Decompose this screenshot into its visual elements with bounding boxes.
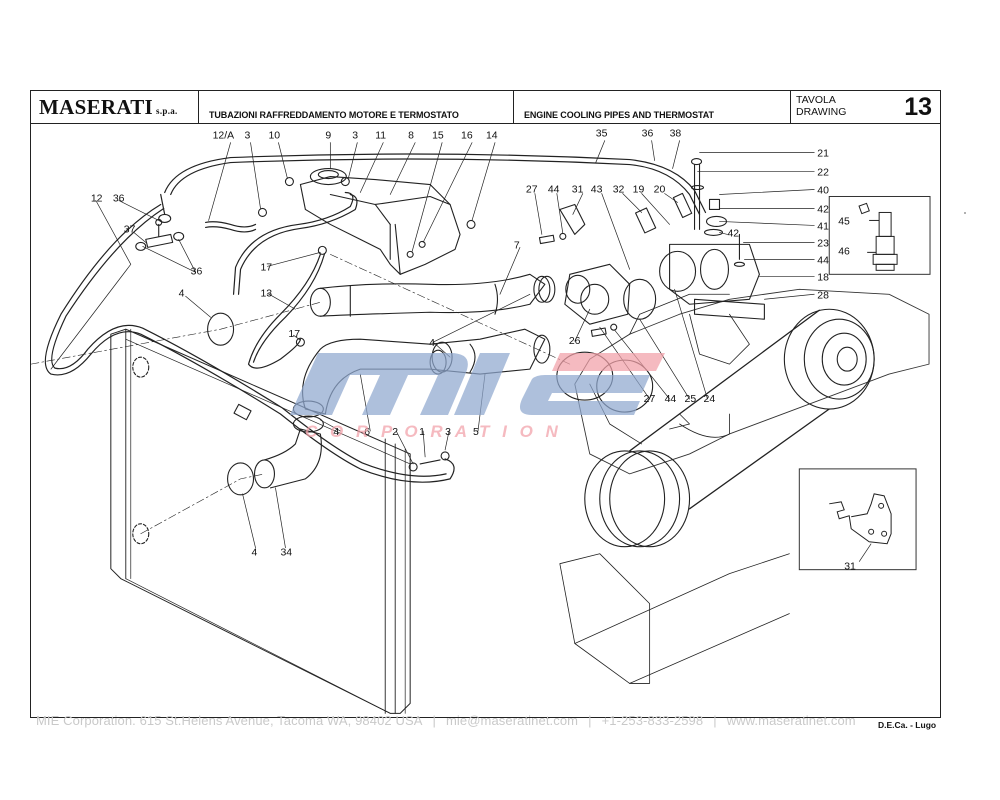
inset-bracket-box [798,468,917,571]
pipe-35-illustration [160,153,707,216]
callout-4: 4 [252,548,258,559]
drawing-label: TAVOLA DRAWING [796,94,846,118]
callout-3: 3 [445,427,451,438]
callout-38: 38 [670,129,682,140]
hose-7-illustration [309,273,556,317]
callout-19: 19 [633,185,645,196]
callout-44: 44 [817,255,829,266]
footer-separator: | [713,713,717,728]
callout-42: 42 [727,228,739,239]
drawing-label-it: TAVOLA [796,94,836,106]
callout-15: 15 [432,131,444,142]
callout-13: 13 [260,288,272,299]
callout-34: 34 [280,548,292,559]
callout-25: 25 [685,394,697,405]
footer-contact-line: MIE Corporation. 615 St.Helens Avenue, T… [36,713,856,728]
callout-45: 45 [838,216,850,227]
footer-separator: | [588,713,592,728]
callout-23: 23 [817,238,829,249]
callout-36: 36 [113,193,125,204]
callout-20: 20 [654,185,666,196]
callout-12a: 12/A [213,131,235,142]
thermostat-housing-illustration [538,158,765,337]
callout-32: 32 [613,185,625,196]
callout-43: 43 [591,185,603,196]
tee-fitting-illustration [135,213,185,251]
inset-sender-box [828,195,931,275]
scan-speck [964,212,966,214]
callout-28: 28 [817,290,829,301]
callout-7: 7 [514,240,520,251]
callout-36: 36 [642,129,654,140]
expansion-tank-illustration [284,168,476,275]
callout-17: 17 [260,262,272,273]
centerlines [31,254,571,535]
footer-phone: +1-253-833-2598 [601,713,704,728]
callout-35: 35 [596,129,608,140]
callout-16: 16 [461,131,473,142]
drawing-label-en: DRAWING [796,106,847,118]
title-english-cell: ENGINE COOLING PIPES AND THERMOSTAT [514,91,791,123]
callout-5: 5 [473,427,479,438]
title-italian-cell: TUBAZIONI RAFFREDDAMENTO MOTORE E TERMOS… [199,91,514,123]
title-italian: TUBAZIONI RAFFREDDAMENTO MOTORE E TERMOS… [209,110,459,120]
callout-41: 41 [817,221,829,232]
callout-9: 9 [325,131,331,142]
drafter-credit: D.E.Ca. - Lugo [878,720,937,730]
callout-8: 8 [408,131,414,142]
callout-21: 21 [817,149,829,160]
callout-18: 18 [817,272,829,283]
callout-27: 27 [644,394,656,405]
callout-40: 40 [817,185,829,196]
callout-3: 3 [245,131,251,142]
footer-website-link[interactable]: www.maseratinet.com [726,713,856,728]
drawing-number-cell: TAVOLA DRAWING 13 [791,91,942,123]
callout-6: 6 [364,427,370,438]
brand-suffix: s.p.a. [156,106,178,116]
callout-4: 4 [333,427,339,438]
callout-4: 4 [179,288,185,299]
callout-17: 17 [288,329,300,340]
exploded-view-drawing: 12/A 3 10 9 3 11 8 15 16 14 35 36 38 21 … [31,129,931,714]
callout-4: 4 [429,338,435,349]
callout-31: 31 [844,562,856,573]
callout-2: 2 [392,427,398,438]
callout-46: 46 [838,246,850,257]
footer-separator: | [432,713,436,728]
radiator-illustration [110,328,411,714]
footer-email-link[interactable]: mie@maseratinet.com [445,713,579,728]
callout-22: 22 [817,168,829,179]
leader-lines [50,140,815,549]
callout-36: 36 [191,266,203,277]
small-hoses-illustration [205,191,358,369]
callout-31: 31 [572,185,584,196]
brand-name: MASERATI [39,95,154,119]
callout-11: 11 [375,131,386,142]
callout-10: 10 [268,131,280,142]
title-english: ENGINE COOLING PIPES AND THERMOSTAT [524,110,714,120]
callout-26: 26 [569,336,581,347]
callout-44: 44 [548,185,560,196]
callout-27: 27 [526,185,538,196]
bleed-screw-illustration [408,451,450,472]
callout-44: 44 [665,394,677,405]
callout-14: 14 [486,131,498,142]
footer-company: MIE Corporation. 615 St.Helens Avenue, T… [36,713,423,728]
hose-34-illustration [253,428,322,489]
hose-6-5-illustration [292,328,551,433]
callout-37: 37 [124,224,136,235]
callout-24: 24 [704,394,716,405]
callout-12: 12 [91,193,103,204]
callout-3: 3 [352,131,358,142]
pipe-12-illustration [44,203,455,483]
callout-1: 1 [419,427,425,438]
drawing-number: 13 [904,93,932,121]
callout-42: 42 [817,204,829,215]
engine-block-illustration [556,288,930,684]
